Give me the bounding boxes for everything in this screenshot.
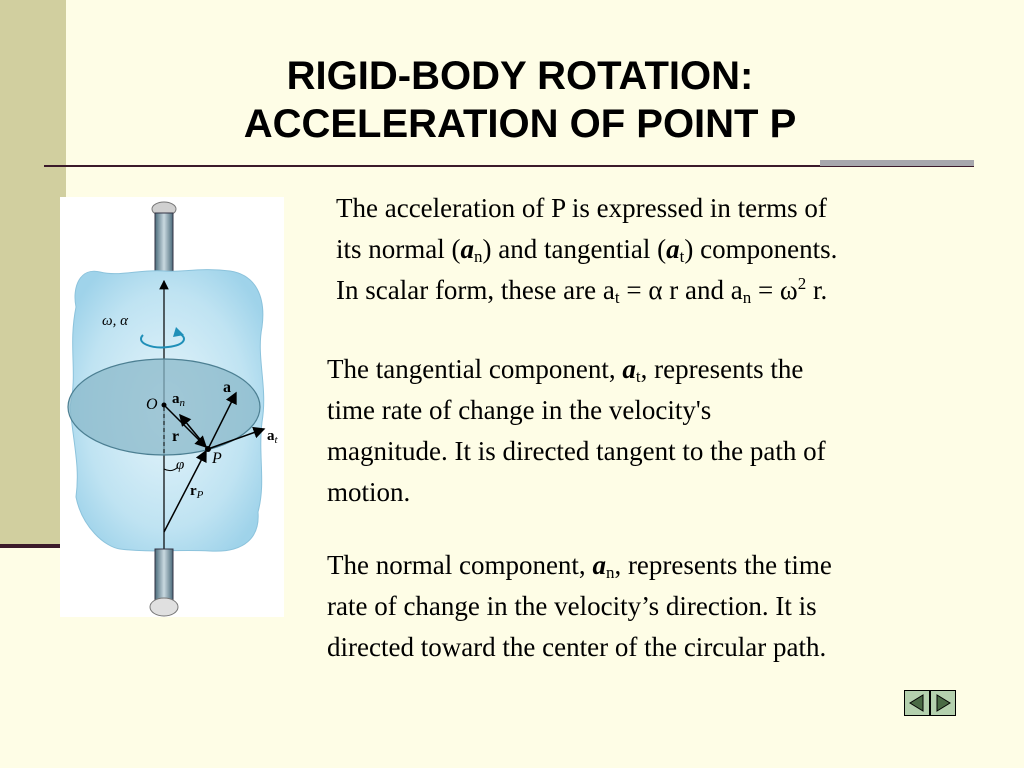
omega-alpha-label: ω, α <box>102 313 129 329</box>
p3-line-2: rate of change in the velocity’s directi… <box>327 591 817 621</box>
paragraph-tangential-component: The tangential component, at, represents… <box>327 349 826 513</box>
left-decor-bar <box>0 0 66 548</box>
label-at: at <box>267 428 279 446</box>
title-line-1: RIGID-BODY ROTATION: <box>286 54 754 98</box>
paragraph-normal-component: The normal component, an, represents the… <box>327 545 832 668</box>
triangle-left-icon <box>909 694 924 712</box>
rigid-body-diagram: ω, α O an a r at P φ rP <box>67 201 279 617</box>
paragraph-acceleration-components: The acceleration of P is expressed in te… <box>336 188 837 311</box>
p3-line-3: directed toward the center of the circul… <box>327 632 827 662</box>
accel-vector <box>207 391 237 450</box>
p1-line-3: In scalar form, these are at = α r and a… <box>336 274 828 307</box>
p1-line-2: its normal (an) and tangential (at) comp… <box>336 234 838 266</box>
label-an: an <box>172 391 186 409</box>
p2-line-1: The tangential component, at, represents… <box>327 354 804 386</box>
slide-navigation <box>904 690 956 716</box>
title-divider <box>44 165 974 167</box>
rigid-body-figure: ω, α O an a r at P φ rP <box>60 197 284 617</box>
normal-accel-vector <box>179 413 209 450</box>
point-P <box>205 446 211 452</box>
position-vector-rP <box>163 449 207 533</box>
label-r: r <box>172 428 179 445</box>
left-decor-bar-rule <box>0 544 66 548</box>
label-phi: φ <box>176 457 184 473</box>
triangle-right-icon <box>936 694 951 712</box>
label-P: P <box>211 450 222 467</box>
p2-line-2: time rate of change in the velocity's <box>327 395 712 425</box>
p1-line-1: The acceleration of P is expressed in te… <box>336 193 827 223</box>
phi-angle-arc <box>163 466 179 472</box>
point-O <box>161 402 167 408</box>
label-a: a <box>223 379 231 396</box>
label-O: O <box>146 396 158 413</box>
title-line-2: ACCELERATION OF POINT P <box>243 102 797 146</box>
next-slide-button[interactable] <box>930 690 956 716</box>
bottom-bearing <box>149 597 179 617</box>
p2-line-4: motion. <box>327 477 411 507</box>
title-divider-accent <box>820 160 974 166</box>
p3-line-1: The normal component, an, represents the… <box>327 550 832 582</box>
rotation-arrow <box>140 332 185 349</box>
prev-slide-button[interactable] <box>904 690 930 716</box>
slide-title: RIGID-BODY ROTATION: ACCELERATION OF POI… <box>120 52 920 148</box>
bottom-shaft <box>154 548 174 602</box>
rotation-arrow-head <box>173 327 184 337</box>
p2-line-3: magnitude. It is directed tangent to the… <box>327 436 826 466</box>
tangential-accel-vector <box>207 426 266 450</box>
top-shaft <box>154 212 174 280</box>
label-rP: rP <box>190 483 204 501</box>
